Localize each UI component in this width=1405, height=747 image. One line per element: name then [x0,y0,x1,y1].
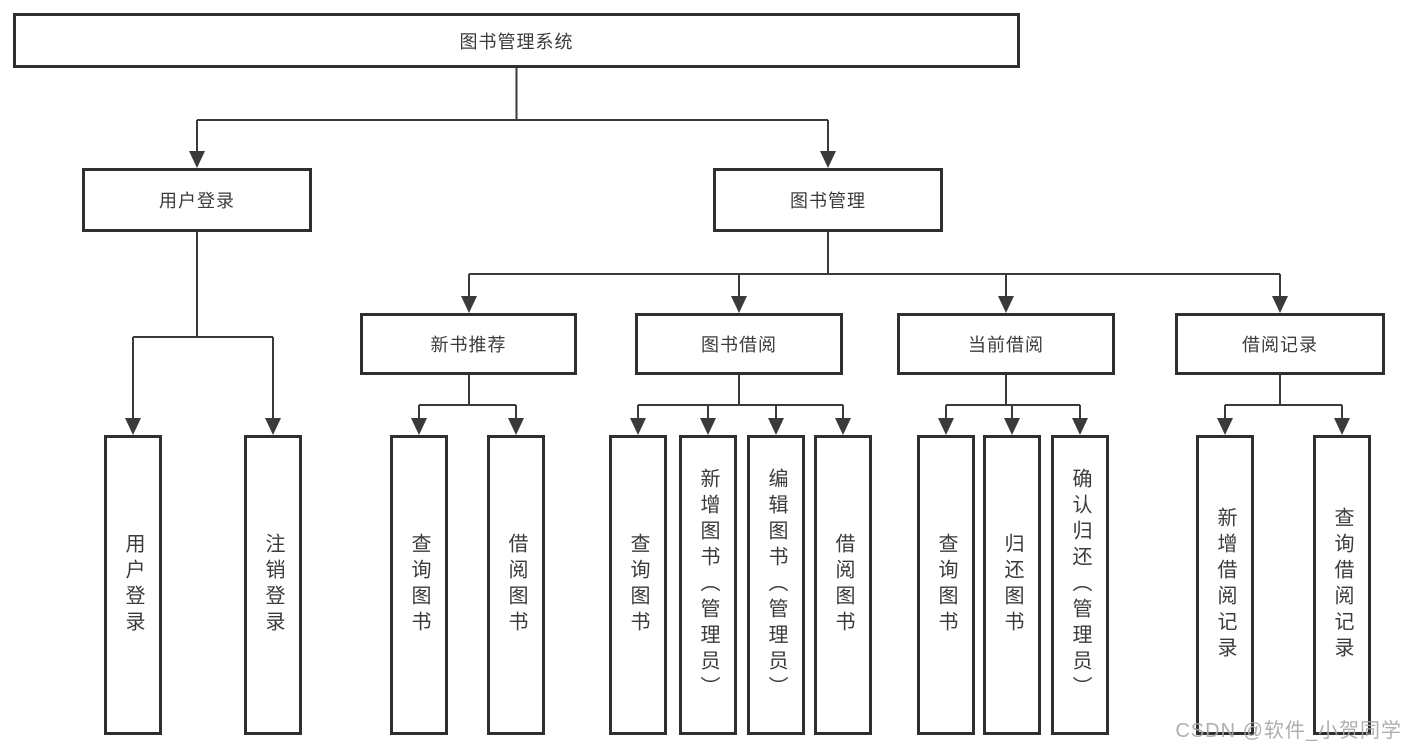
node-leaf-user-login: 用户登录 [104,435,162,735]
node-book-borrow-label: 图书借阅 [701,335,777,355]
node-user-login: 用户登录 [82,168,312,232]
arrowheads [125,151,1350,435]
node-leaf-query-books-borrow-label: 查询图书 [627,533,649,637]
node-leaf-logout-label: 注销登录 [262,533,284,637]
node-user-login-label: 用户登录 [159,191,235,211]
node-leaf-query-books-current-label: 查询图书 [935,533,957,637]
node-current-borrow: 当前借阅 [897,313,1115,375]
node-leaf-borrow-books-recommend-label: 借阅图书 [505,533,527,637]
node-leaf-query-books-current: 查询图书 [917,435,975,735]
node-leaf-return-book-label: 归还图书 [1001,533,1023,637]
node-leaf-borrow-books: 借阅图书 [814,435,872,735]
node-new-book-recommend: 新书推荐 [360,313,577,375]
node-leaf-logout: 注销登录 [244,435,302,735]
node-book-borrow: 图书借阅 [635,313,843,375]
node-leaf-add-book-admin: 新增图书（管理员） [679,435,737,735]
node-leaf-confirm-return-admin-label: 确认归还（管理员） [1069,468,1091,702]
node-book-management-label: 图书管理 [790,191,866,211]
node-book-management: 图书管理 [713,168,943,232]
node-leaf-borrow-books-recommend: 借阅图书 [487,435,545,735]
watermark: CSDN @软件_小贺同学 [1175,720,1402,742]
node-leaf-add-book-admin-label: 新增图书（管理员） [697,468,719,702]
node-new-book-recommend-label: 新书推荐 [430,335,507,355]
node-leaf-add-borrow-record-label: 新增借阅记录 [1214,507,1236,663]
node-leaf-edit-book-admin-label: 编辑图书（管理员） [765,468,787,702]
node-root: 图书管理系统 [13,13,1020,68]
node-leaf-query-books-recommend: 查询图书 [390,435,448,735]
node-leaf-return-book: 归还图书 [983,435,1041,735]
node-current-borrow-label: 当前借阅 [968,335,1044,355]
node-leaf-confirm-return-admin: 确认归还（管理员） [1051,435,1109,735]
node-leaf-add-borrow-record: 新增借阅记录 [1196,435,1254,735]
node-leaf-borrow-books-label: 借阅图书 [832,533,854,637]
node-root-label: 图书管理系统 [459,31,574,52]
node-leaf-query-books-recommend-label: 查询图书 [408,533,430,637]
node-borrow-records: 借阅记录 [1175,313,1385,375]
node-borrow-records-label: 借阅记录 [1242,335,1318,355]
node-leaf-query-borrow-record: 查询借阅记录 [1313,435,1371,735]
node-leaf-query-borrow-record-label: 查询借阅记录 [1331,507,1353,663]
node-leaf-user-login-label: 用户登录 [122,533,144,637]
node-leaf-query-books-borrow: 查询图书 [609,435,667,735]
node-leaf-edit-book-admin: 编辑图书（管理员） [747,435,805,735]
